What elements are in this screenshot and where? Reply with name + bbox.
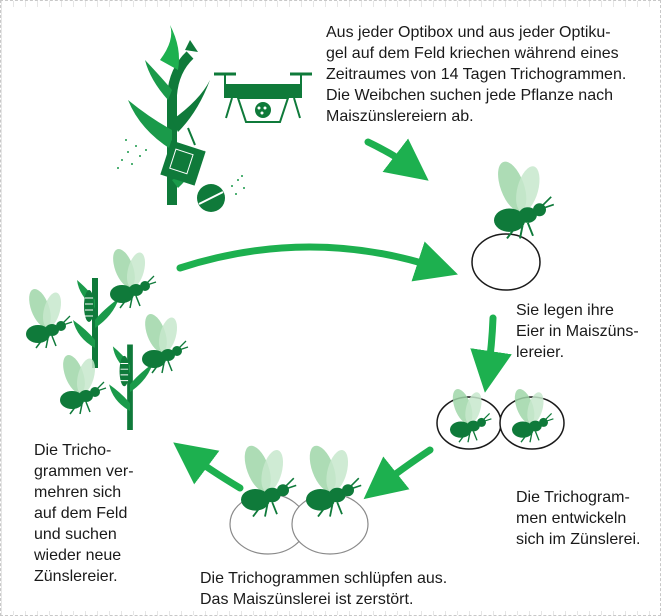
develop-illustration: [436, 385, 565, 450]
maize-plant-icon: [128, 25, 210, 205]
arrow-lay-to-develop: [470, 314, 512, 393]
step-lay-eggs-text: Sie legen ihre Eier in Maiszüns- lereier…: [516, 302, 639, 361]
drone-icon: [214, 72, 312, 123]
multiply-illustration: [23, 245, 189, 430]
trichogramma-wasp-icon: [107, 245, 157, 309]
optibox-icon: [160, 127, 206, 186]
release-illustration: [117, 25, 312, 212]
optikugel-ball-icon: [197, 184, 225, 212]
trichogramma-wasp-icon: [23, 285, 73, 349]
step-develop-text: Die Trichogram- men entwickeln sich im Z…: [516, 489, 641, 548]
trichogramma-wasp-icon: [491, 156, 555, 240]
step-hatch-text: Die Trichogrammen schlüpfen aus. Das Mai…: [200, 570, 448, 608]
lay-eggs-illustration: [471, 156, 555, 291]
arrow-multiply-to-release: [176, 241, 458, 282]
cycle-arrows: [173, 138, 512, 500]
arrow-release-to-lay: [364, 138, 429, 181]
arrow-hatch-to-multiply: [173, 442, 244, 492]
step-multiply-text: Die Tricho- grammen ver- mehren sich auf…: [34, 442, 134, 585]
release-particles: [117, 139, 245, 195]
step-release-text: Aus jeder Optibox und aus jeder Optiku- …: [326, 24, 627, 125]
trichogramma-wasp-icon: [57, 351, 107, 415]
hatch-illustration: [229, 441, 369, 555]
trichogramma-wasp-icon: [139, 310, 189, 374]
arrow-develop-to-hatch: [363, 446, 434, 500]
moth-egg-icon: [471, 233, 541, 291]
